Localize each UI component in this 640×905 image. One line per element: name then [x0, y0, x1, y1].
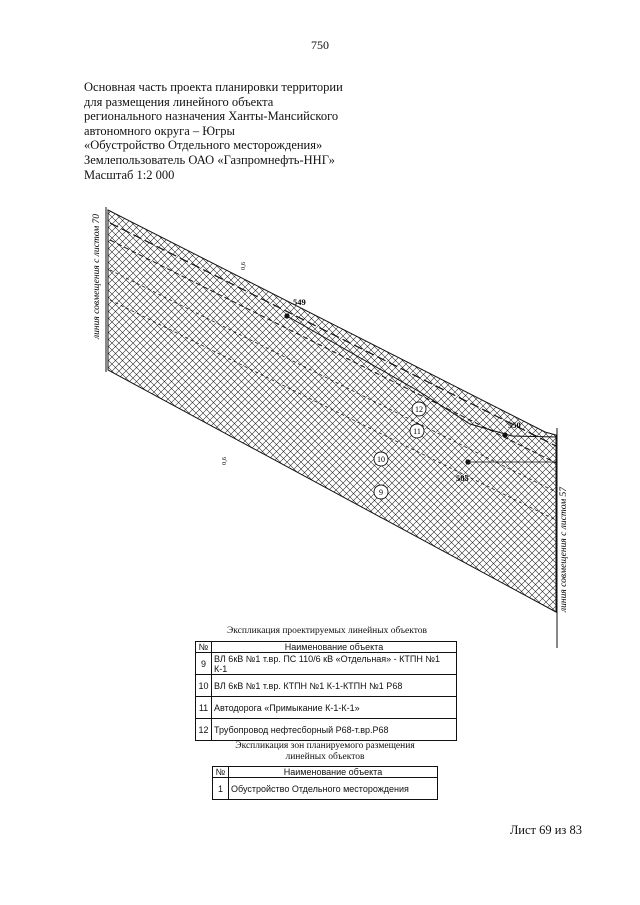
dimension-label: 0,6: [240, 261, 247, 270]
table-row: 10 ВЛ 6кВ №1 т.вр. КТПН №1 К-1-КТПН №1 Р…: [195, 674, 457, 697]
table-row: 11 Автодорога «Примыкание К-1-К-1»: [195, 696, 457, 719]
point-label-550: 550: [508, 420, 521, 430]
planning-zone: [107, 209, 557, 613]
header-line: для размещения линейного объекта: [84, 94, 274, 109]
object-line-11: [109, 239, 557, 464]
table2-title-line: линейных объектов: [285, 752, 365, 762]
point-549: [284, 313, 290, 319]
point-550: [502, 432, 508, 438]
table2-title: Экспликация зон планируемого размещения …: [210, 741, 440, 763]
row-num: 12: [195, 718, 212, 741]
row-num: 9: [195, 652, 212, 675]
object-line-9: [109, 299, 557, 521]
projected-objects-table: № Наименование объекта 9 ВЛ 6кВ №1 т.вр.…: [195, 641, 457, 741]
row-name: Обустройство Отдельного месторождения: [228, 777, 438, 800]
row-name: Трубопровод нефтесборный Р68-т.вр.Р68: [211, 718, 457, 741]
point-label-585: 585: [456, 473, 469, 483]
table-row: 1 Обустройство Отдельного месторождения: [212, 777, 438, 800]
pipeline-line: [286, 315, 557, 438]
header-line: Основная часть проекта планировки террит…: [84, 80, 343, 94]
left-match-line-label: линия совмещения с листом 70: [92, 214, 102, 340]
object-line-10: [109, 269, 557, 493]
row-num: 1: [212, 777, 229, 800]
object-marker-11: 11: [409, 423, 425, 439]
col-name: Наименование объекта: [211, 641, 457, 653]
scale-label: Масштаб 1:2 000: [84, 167, 175, 182]
row-name: ВЛ 6кВ №1 т.вр. КТПН №1 К-1-КТПН №1 Р68: [211, 674, 457, 697]
svg-text:9: 9: [379, 488, 383, 497]
row-name: Автодорога «Примыкание К-1-К-1»: [211, 696, 457, 719]
document-header: Основная часть проекта планировки террит…: [84, 80, 343, 182]
object-marker-10: 10: [373, 451, 389, 467]
table-row: 9 ВЛ 6кВ №1 т.вр. ПС 110/6 кВ «Отдельная…: [195, 652, 457, 675]
dimension-label: 0,6: [221, 456, 228, 465]
point-label-549: 549: [293, 297, 306, 307]
col-num: №: [212, 766, 229, 778]
object-marker-12: 12: [411, 401, 427, 417]
sheet-footer: Лист 69 из 83: [509, 823, 582, 837]
svg-text:10: 10: [377, 455, 385, 464]
svg-text:12: 12: [415, 405, 423, 414]
object-marker-9: 9: [373, 484, 389, 500]
col-num: №: [195, 641, 212, 653]
svg-text:11: 11: [413, 427, 421, 436]
point-585: [465, 459, 471, 465]
table2-title-line: Экспликация зон планируемого размещения: [235, 741, 415, 751]
header-line: «Обустройство Отдельного месторождения»: [84, 138, 323, 153]
page-number: 750: [311, 38, 329, 52]
row-num: 11: [195, 696, 212, 719]
right-match-line-label: линия совмещения с листом 57: [559, 486, 569, 613]
header-line: автономного округа – Югры: [84, 123, 235, 138]
col-name: Наименование объекта: [228, 766, 438, 778]
table-header-row: № Наименование объекта: [212, 766, 438, 778]
object-line-12: [109, 222, 557, 447]
table-header-row: № Наименование объекта: [195, 641, 457, 653]
row-name: ВЛ 6кВ №1 т.вр. ПС 110/6 кВ «Отдельная» …: [211, 652, 457, 675]
row-num: 10: [195, 674, 212, 697]
header-line: регионального назначения Ханты-Мансийско…: [84, 109, 339, 124]
header-line: Землепользователь ОАО «Газпромнефть-ННГ»: [84, 152, 335, 167]
planned-zones-table: № Наименование объекта 1 Обустройство От…: [212, 766, 438, 800]
table-row: 12 Трубопровод нефтесборный Р68-т.вр.Р68: [195, 718, 457, 741]
table1-title: Экспликация проектируемых линейных объек…: [226, 626, 428, 636]
